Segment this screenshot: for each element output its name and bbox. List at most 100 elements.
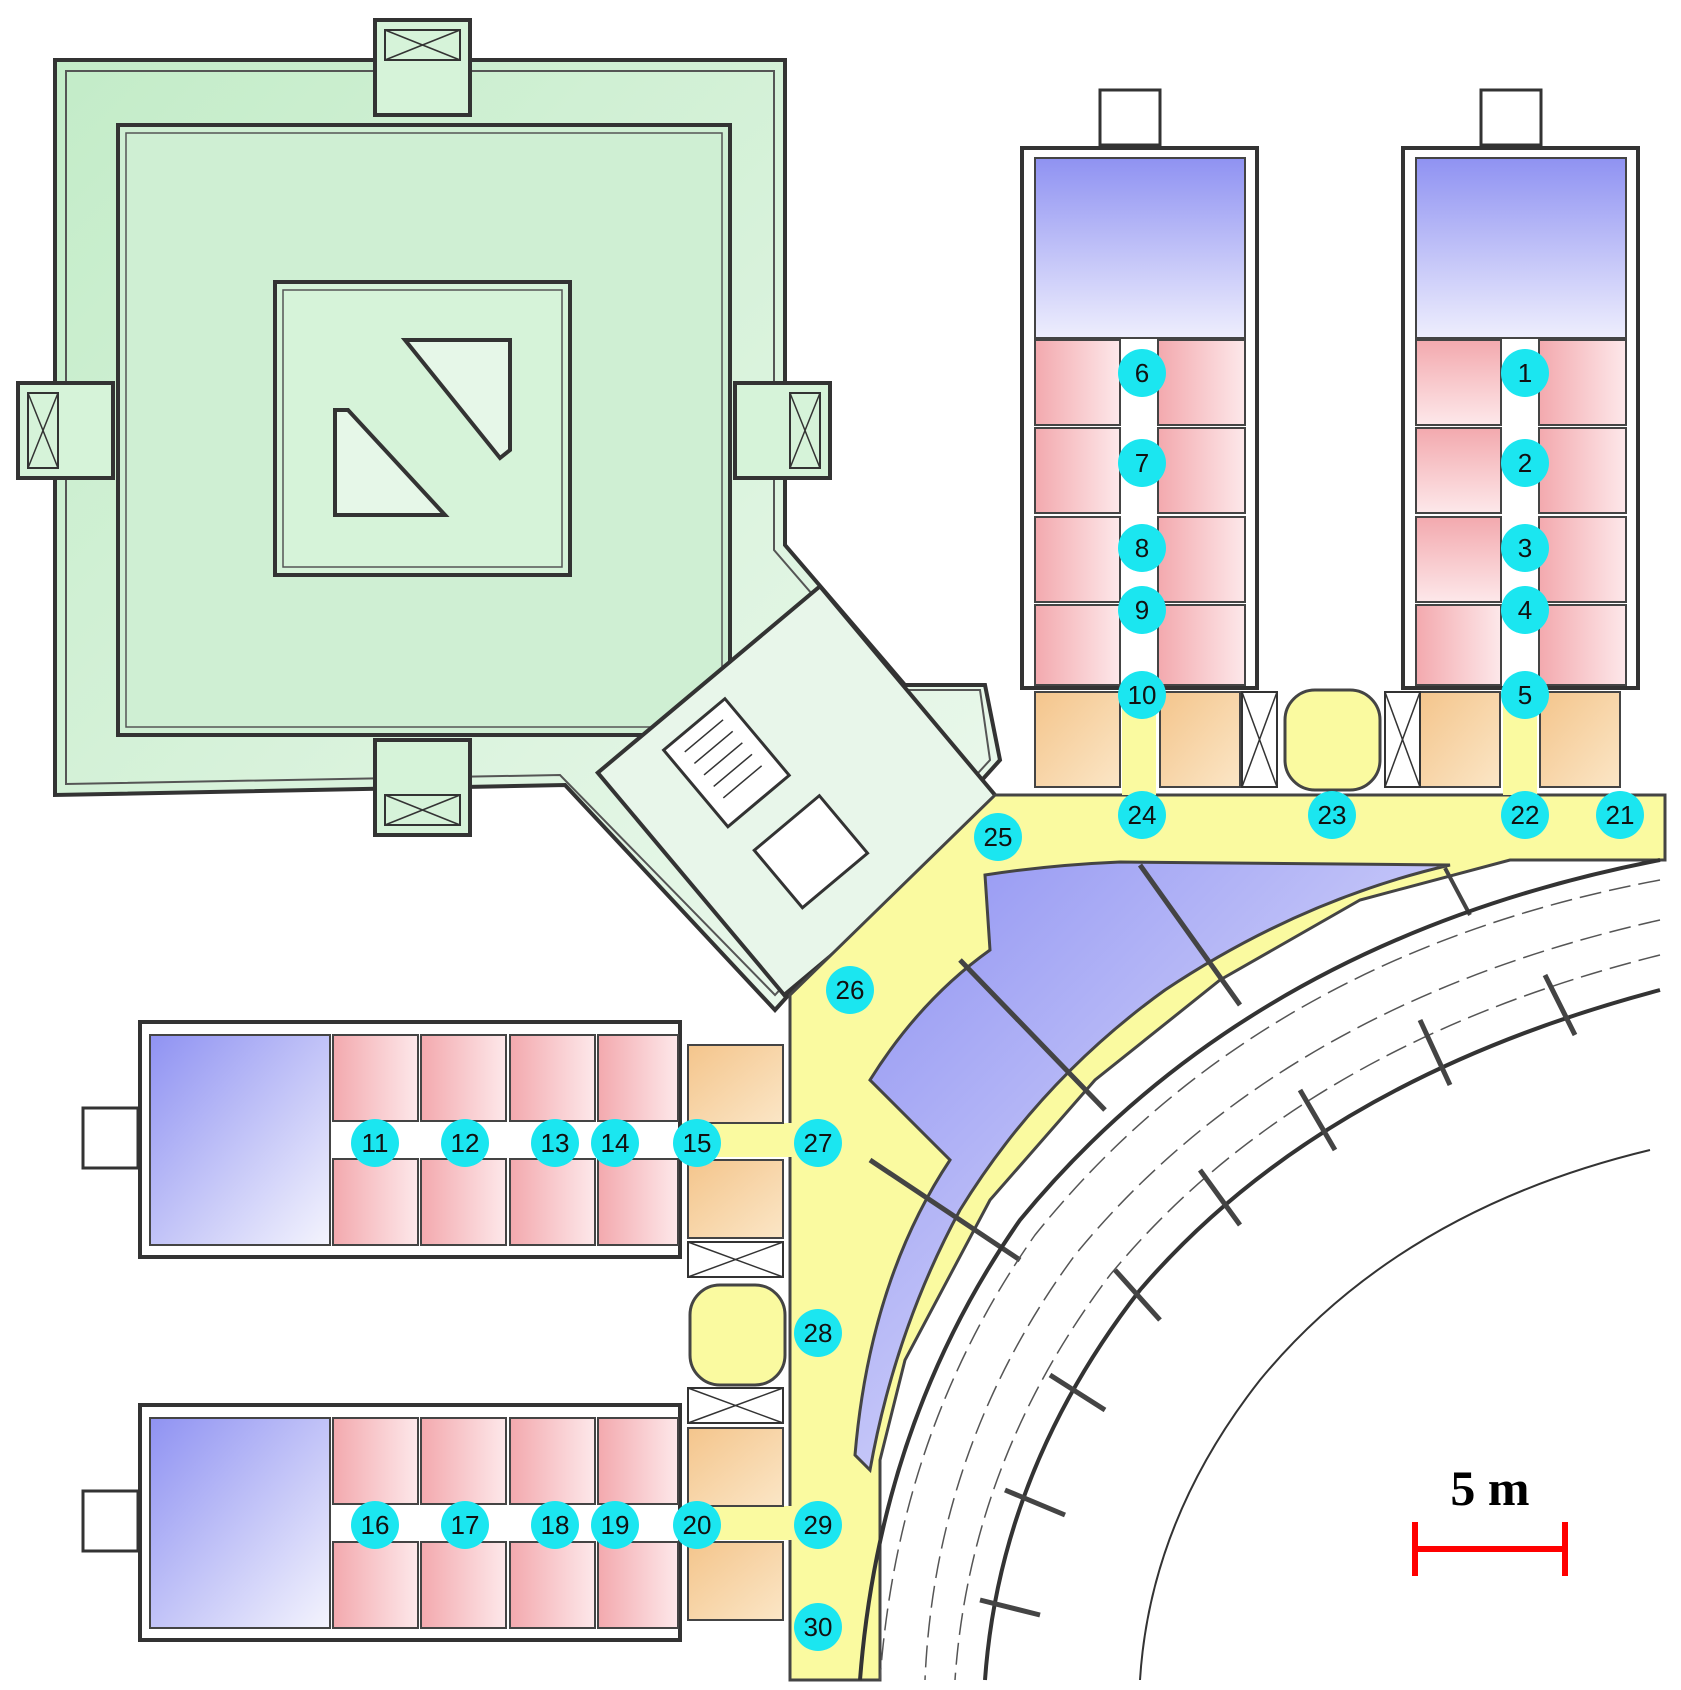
marker-1: 1 bbox=[1501, 349, 1549, 397]
marker-12: 12 bbox=[441, 1119, 489, 1167]
marker-label: 30 bbox=[804, 1612, 833, 1642]
marker-circle bbox=[794, 1309, 842, 1357]
marker-circle bbox=[673, 1501, 721, 1549]
green-square-wing bbox=[16, 18, 1003, 1013]
room-pink bbox=[1034, 604, 1121, 686]
room-pink bbox=[1415, 339, 1502, 426]
marker-6: 6 bbox=[1118, 349, 1166, 397]
room-pink bbox=[1157, 604, 1246, 686]
room-pink bbox=[509, 1417, 596, 1505]
marker-18: 18 bbox=[531, 1501, 579, 1549]
marker-label: 7 bbox=[1135, 448, 1149, 478]
room-pink bbox=[420, 1034, 507, 1122]
bathroom bbox=[1419, 691, 1501, 788]
green-core-square bbox=[273, 280, 572, 577]
room-pink bbox=[597, 1541, 679, 1629]
bathroom bbox=[1159, 691, 1241, 788]
marker-circle bbox=[531, 1119, 579, 1167]
marker-21: 21 bbox=[1596, 791, 1644, 839]
marker-circle bbox=[1118, 349, 1166, 397]
room-blue-north-a bbox=[1034, 157, 1246, 339]
room-pink bbox=[1415, 516, 1502, 603]
hall-divider-4 bbox=[1443, 867, 1472, 916]
marker-circle bbox=[1118, 439, 1166, 487]
room-pink bbox=[597, 1158, 679, 1246]
marker-2: 2 bbox=[1501, 439, 1549, 487]
marker-label: 6 bbox=[1135, 358, 1149, 388]
elevator-core bbox=[752, 793, 870, 910]
triangle-planter-lower bbox=[333, 408, 450, 517]
marker-label: 22 bbox=[1511, 800, 1540, 830]
room-pink bbox=[1034, 427, 1121, 514]
marker-circle bbox=[1501, 586, 1549, 634]
scale-label: 5 m bbox=[1450, 1460, 1529, 1516]
marker-label: 3 bbox=[1518, 533, 1532, 563]
marker-label: 14 bbox=[601, 1128, 630, 1158]
arcade-arc-outer bbox=[858, 858, 1661, 1681]
marker-5: 5 bbox=[1501, 671, 1549, 719]
marker-4: 4 bbox=[1501, 586, 1549, 634]
bathroom bbox=[687, 1159, 784, 1239]
marker-label: 18 bbox=[541, 1510, 570, 1540]
room-pink bbox=[509, 1158, 596, 1246]
marker-19: 19 bbox=[591, 1501, 639, 1549]
marker-20: 20 bbox=[673, 1501, 721, 1549]
room-pink bbox=[420, 1417, 507, 1505]
marker-label: 24 bbox=[1128, 800, 1157, 830]
room-pink bbox=[332, 1541, 419, 1629]
marker-label: 2 bbox=[1518, 448, 1532, 478]
marker-label: 9 bbox=[1135, 595, 1149, 625]
arcade-arc-inner bbox=[983, 988, 1661, 1681]
marker-label: 19 bbox=[601, 1510, 630, 1540]
marker-label: 4 bbox=[1518, 595, 1532, 625]
north-wing-a-entry bbox=[1098, 88, 1162, 147]
marker-circle bbox=[591, 1119, 639, 1167]
marker-28: 28 bbox=[794, 1309, 842, 1357]
marker-circle bbox=[1501, 349, 1549, 397]
marker-16: 16 bbox=[351, 1501, 399, 1549]
room-pink bbox=[1538, 339, 1627, 426]
marker-circle bbox=[1501, 791, 1549, 839]
room-pink bbox=[1157, 427, 1246, 514]
marker-circle bbox=[531, 1501, 579, 1549]
marker-circle bbox=[351, 1501, 399, 1549]
vestibule-north bbox=[1283, 688, 1382, 792]
room-pink bbox=[332, 1158, 419, 1246]
marker-label: 21 bbox=[1606, 800, 1635, 830]
marker-circle bbox=[1501, 524, 1549, 572]
curved-wing bbox=[853, 858, 1661, 1681]
room-pink bbox=[332, 1417, 419, 1505]
marker-label: 10 bbox=[1128, 680, 1157, 710]
marker-3: 3 bbox=[1501, 524, 1549, 572]
marker-8: 8 bbox=[1118, 524, 1166, 572]
marker-label: 8 bbox=[1135, 533, 1149, 563]
marker-label: 26 bbox=[836, 975, 865, 1005]
room-pink bbox=[1415, 604, 1502, 686]
marker-label: 27 bbox=[804, 1128, 833, 1158]
marker-label: 11 bbox=[362, 1128, 389, 1158]
marker-circle bbox=[794, 1603, 842, 1651]
marker-17: 17 bbox=[441, 1501, 489, 1549]
room-pink bbox=[420, 1158, 507, 1246]
vestibule-west bbox=[688, 1283, 787, 1387]
bathroom bbox=[1034, 691, 1121, 788]
marker-23: 23 bbox=[1308, 791, 1356, 839]
marker-14: 14 bbox=[591, 1119, 639, 1167]
green-east-entry bbox=[733, 381, 832, 480]
marker-13: 13 bbox=[531, 1119, 579, 1167]
west-wing-b-entry bbox=[81, 1489, 140, 1553]
marker-10: 10 bbox=[1118, 671, 1166, 719]
green-north-entry bbox=[373, 18, 472, 117]
marker-25: 25 bbox=[974, 813, 1022, 861]
stairwell bbox=[661, 696, 792, 829]
marker-label: 15 bbox=[683, 1128, 712, 1158]
marker-label: 28 bbox=[804, 1318, 833, 1348]
marker-11: 11 bbox=[351, 1119, 399, 1167]
marker-label: 5 bbox=[1518, 680, 1532, 710]
marker-circle bbox=[351, 1119, 399, 1167]
room-pink bbox=[1034, 339, 1121, 426]
hall-divider-1 bbox=[1137, 863, 1243, 1007]
marker-26: 26 bbox=[826, 966, 874, 1014]
marker-22: 22 bbox=[1501, 791, 1549, 839]
